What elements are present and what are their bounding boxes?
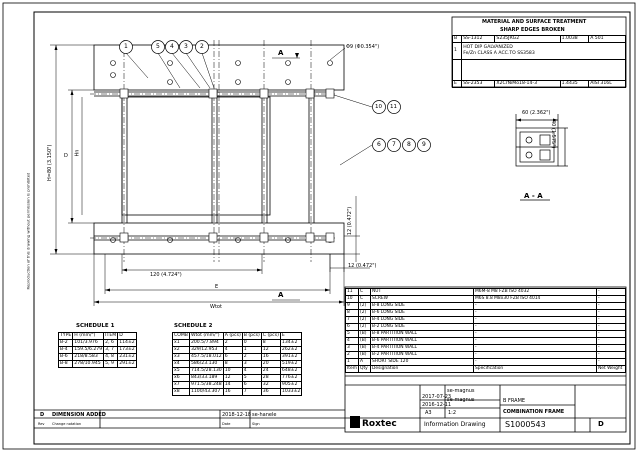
balloon-2[interactable]: 2 xyxy=(200,43,204,50)
copyright-side-text: Reproduction of this drawing without per… xyxy=(25,172,31,290)
date-checked: 2016-12-11 xyxy=(422,402,452,408)
product-name: B FRAME xyxy=(503,398,526,404)
schedule2-title: SCHEDULE 2 xyxy=(174,323,213,329)
dim-120-label: 120 (4.724") xyxy=(150,272,182,278)
rev-header-rev: Rev xyxy=(38,422,45,426)
checked-by: se-magnus xyxy=(447,397,475,403)
section-dim-vertical: 40 (1.575") xyxy=(550,120,556,149)
balloon-7[interactable]: 7 xyxy=(392,141,396,148)
balloon-9[interactable]: 9 xyxy=(422,141,426,148)
balloon-1[interactable]: 1 xyxy=(124,43,128,50)
rev-date: 2018-12-18 xyxy=(222,412,252,418)
balloon-11[interactable]: 11 xyxy=(390,104,397,110)
balloon-4[interactable]: 4 xyxy=(170,43,174,50)
balloon-5[interactable]: 5 xyxy=(156,43,160,50)
section-mark-bottom: A xyxy=(278,291,284,299)
balloon-10[interactable]: 10 xyxy=(375,104,382,110)
rev-sign: se-hanele xyxy=(252,412,277,418)
company-logo: Roxtec xyxy=(362,419,397,429)
height-dim-label: H=80 (3.150") xyxy=(47,144,53,181)
section-mark-top: A xyxy=(278,49,284,57)
dim-12-vertical-label: 12 (0.472") xyxy=(347,206,354,236)
section-label: A - A xyxy=(524,192,543,200)
sheet-scale: 1:2 xyxy=(448,410,457,416)
drawn-by: se-magnus xyxy=(447,388,475,394)
hole-dim-label: Φ9 (Φ0.354") xyxy=(346,44,380,50)
drawing-rev: D xyxy=(598,420,604,428)
rev-header-date: Date xyxy=(222,422,231,426)
rev-header-sign: Sign xyxy=(252,422,260,426)
info-drawing: Information Drawing xyxy=(424,421,486,428)
date-drawn: 2017-07-23 xyxy=(422,394,452,400)
hn-dim-label: Hn xyxy=(74,149,81,157)
dim-12-horizontal-label: 12 (0.472") xyxy=(348,263,377,269)
balloon-8[interactable]: 8 xyxy=(407,141,411,148)
rev-header-change: Change notation xyxy=(52,422,82,426)
balloon-3[interactable]: 3 xyxy=(184,43,188,50)
rev-letter: D xyxy=(40,412,45,418)
balloon-6[interactable]: 6 xyxy=(377,141,381,148)
wtot-dim-label: Wtot xyxy=(210,304,222,310)
drawing-number: S1000543 xyxy=(505,420,546,429)
drawing-name: COMBINATION FRAME xyxy=(503,409,565,415)
e-dim-label: E xyxy=(215,284,219,290)
material-subtitle: SHARP EDGES BROKEN xyxy=(500,27,565,33)
material-title: MATERIAL AND SURFACE TREATMENT xyxy=(482,19,587,25)
sheet-size: A3 xyxy=(425,410,432,416)
rev-text: DIMENSION ADDED xyxy=(52,412,106,418)
schedule1-title: SCHEDULE 1 xyxy=(76,323,115,329)
d-dim-label: D xyxy=(64,153,68,159)
section-a-a-view xyxy=(515,114,568,201)
section-dim-60: 60 (2.362") xyxy=(522,110,551,116)
